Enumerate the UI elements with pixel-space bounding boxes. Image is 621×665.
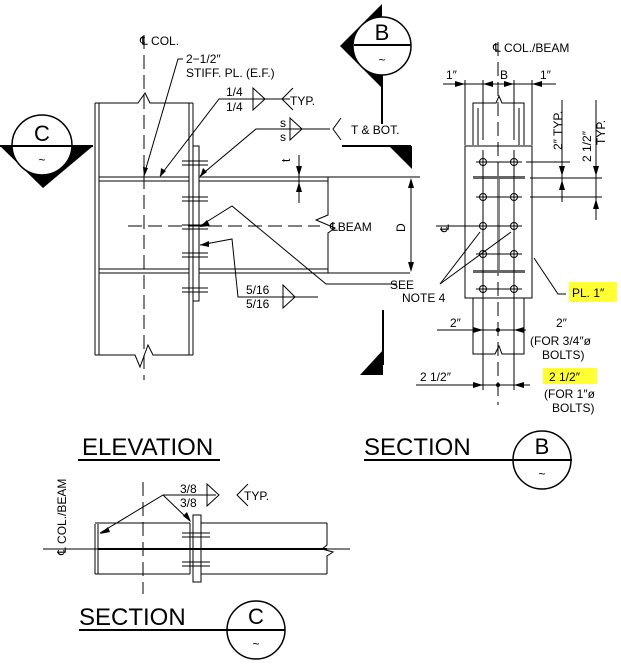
elevation-view: ℄ COL. ℄BEAM D (0, 4, 446, 461)
section-b-sheet: ~ (378, 53, 385, 67)
edge-2-right: 2″ (556, 316, 568, 330)
edge-212-highlight (543, 368, 597, 384)
section-c-centerline-label: ℄ COL./BEAM (55, 479, 69, 556)
weld-leader-s (199, 128, 330, 177)
see-note-2: NOTE 4 (402, 291, 446, 305)
section-c-weld-tail (236, 483, 249, 507)
fillet-weld-symbol-s (289, 116, 303, 142)
stiffener-leader (143, 58, 183, 176)
section-c-letter: C (34, 121, 50, 146)
elevation-title: ELEVATION (82, 434, 213, 461)
weld-web-lower: 5/16 (246, 297, 270, 311)
stiffener-label-1: 2−1/2″ (186, 52, 221, 66)
edge-2-left: 2″ (450, 316, 462, 330)
section-b-title-marker (512, 430, 572, 490)
edge-212-right: 2 1/2″ (549, 370, 581, 384)
bolts (182, 160, 208, 293)
col-centerline-label: ℄ COL. (139, 34, 179, 48)
section-c-title: SECTION (79, 604, 186, 631)
section-c-fillet-symbol (206, 482, 220, 508)
section-b-letter: B (375, 20, 390, 45)
section-b-end-plate (464, 145, 533, 299)
section-c-view: ℄ COL./BEAM 3/8 3/8 TYP. SECTION C ~ (43, 479, 350, 660)
end-plate (192, 145, 200, 302)
depth-label: D (394, 223, 408, 232)
dim-212-typ: TYP. (594, 120, 608, 145)
bolt-grid (436, 150, 522, 298)
see-note-1: SEE (390, 278, 414, 292)
section-c-weld-note: TYP. (244, 489, 269, 503)
weld-s-lower: s (280, 130, 286, 144)
section-c-beam-break (320, 523, 335, 574)
section-c-title-sheet: ~ (252, 637, 259, 651)
column-stub-bottom (472, 298, 525, 355)
beam-flange-top (473, 176, 525, 179)
weld-top-upper: 1/4 (226, 85, 243, 99)
for-1-2: BOLTS) (552, 401, 594, 415)
beam-break (314, 177, 337, 273)
section-c-title-marker (226, 600, 286, 660)
weld-s-upper: s (280, 116, 286, 130)
see-note-leader (199, 205, 397, 285)
section-c-weld-upper: 3/8 (180, 482, 197, 496)
weld-leader-516 (199, 238, 318, 298)
dim-mid: B (500, 68, 508, 82)
section-b-cut-marker: B ~ (340, 4, 412, 375)
weld-tail (281, 87, 294, 111)
weld-web-upper: 5/16 (246, 283, 270, 297)
section-b-title-letter: B (535, 434, 550, 459)
edge-212-left: 2 1/2″ (420, 370, 452, 384)
dim-212: 2 1/2″ (580, 130, 594, 162)
for-1-1: (FOR 1″ø (544, 387, 596, 401)
for-34-2: BOLTS) (542, 348, 584, 362)
weld-tail-s (332, 117, 342, 141)
section-b-title-sheet: ~ (538, 467, 545, 481)
cl-symbol: ℄ (438, 224, 452, 233)
section-c-sheet: ~ (38, 153, 45, 167)
section-b-view: ℄ COL./BEAM 1″ B 1″ (364, 41, 617, 490)
weld-top-lower: 1/4 (226, 100, 243, 114)
fillet-weld-symbol-516 (282, 283, 296, 310)
column-stub-top (472, 94, 525, 145)
plate-label-highlight (569, 282, 617, 302)
for-34-1: (FOR 3/4″ø (530, 334, 592, 348)
section-c-title-letter: C (248, 604, 264, 629)
section-b-title: SECTION (364, 434, 471, 461)
beam-centerline-label: ℄BEAM (329, 220, 372, 234)
weld-top-note: TYP. (290, 94, 315, 108)
column-break-top (95, 92, 193, 104)
dim-2-typ: 2″ TYP. (551, 111, 565, 150)
beam-web (497, 179, 500, 270)
beam-flange-bot (473, 270, 525, 273)
section-c-cut-marker: C ~ (0, 114, 93, 188)
fillet-weld-symbol (252, 86, 266, 112)
section-c-weld-leader-1 (99, 494, 216, 534)
dim-left: 1″ (446, 68, 458, 82)
plate-label: PL. 1″ (572, 286, 605, 300)
stiffener-label-2: STIFF. PL. (E.F.) (186, 66, 275, 80)
thickness-label: t (279, 158, 293, 162)
section-b-centerline-label: ℄ COL./BEAM (492, 41, 569, 55)
dim-right: 1″ (540, 68, 552, 82)
weld-leader-quarter (159, 98, 290, 177)
section-c-weld-lower: 3/8 (180, 496, 197, 510)
plate-leader (533, 257, 566, 295)
weld-s-note: T & BOT. (351, 123, 399, 137)
